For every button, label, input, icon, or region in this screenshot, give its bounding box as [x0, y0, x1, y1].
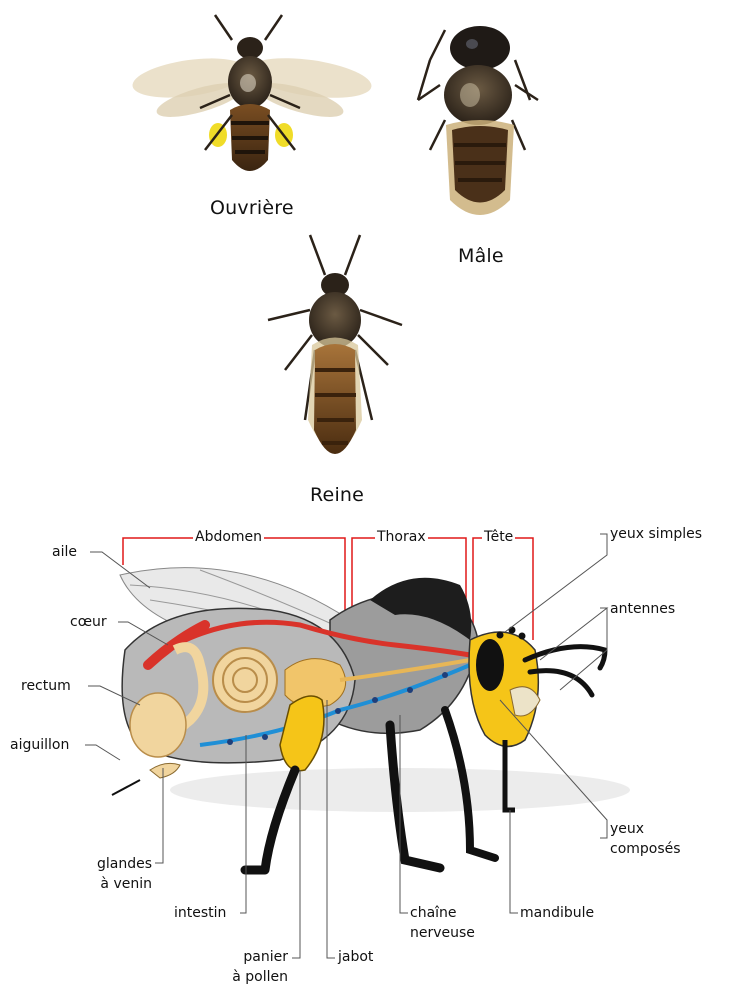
head-bracket [473, 538, 533, 640]
region-head: Tête [482, 528, 515, 546]
label-intestine: intestin [174, 904, 226, 922]
label-rectum: rectum [21, 677, 71, 695]
label-compound-eyes-2: composés [610, 840, 681, 858]
stinger [112, 780, 140, 795]
region-thorax: Thorax [375, 528, 428, 546]
label-pollen-basket-1: panier [222, 948, 288, 966]
label-antennae: antennes [610, 600, 675, 618]
label-heart: cœur [70, 613, 107, 631]
label-wing: aile [52, 543, 77, 561]
label-mandible: mandibule [520, 904, 594, 922]
label-pollen-basket-2: à pollen [222, 968, 288, 986]
label-venom-glands-2: à venin [84, 875, 152, 893]
ocellus-1 [497, 632, 504, 639]
compound-eye [476, 639, 504, 691]
ocellus-3 [519, 633, 526, 640]
rectum-organ [130, 693, 186, 757]
label-stinger: aiguillon [10, 736, 69, 754]
label-venom-glands-1: glandes [84, 855, 152, 873]
label-nerve-cord-1: chaîne [410, 904, 457, 922]
region-abdomen: Abdomen [193, 528, 264, 546]
label-simple-eyes: yeux simples [610, 525, 702, 543]
ocellus-2 [509, 627, 516, 634]
label-compound-eyes-1: yeux [610, 820, 644, 838]
venom-glands [150, 763, 180, 778]
label-crop: jabot [338, 948, 373, 966]
label-nerve-cord-2: nerveuse [410, 924, 475, 942]
